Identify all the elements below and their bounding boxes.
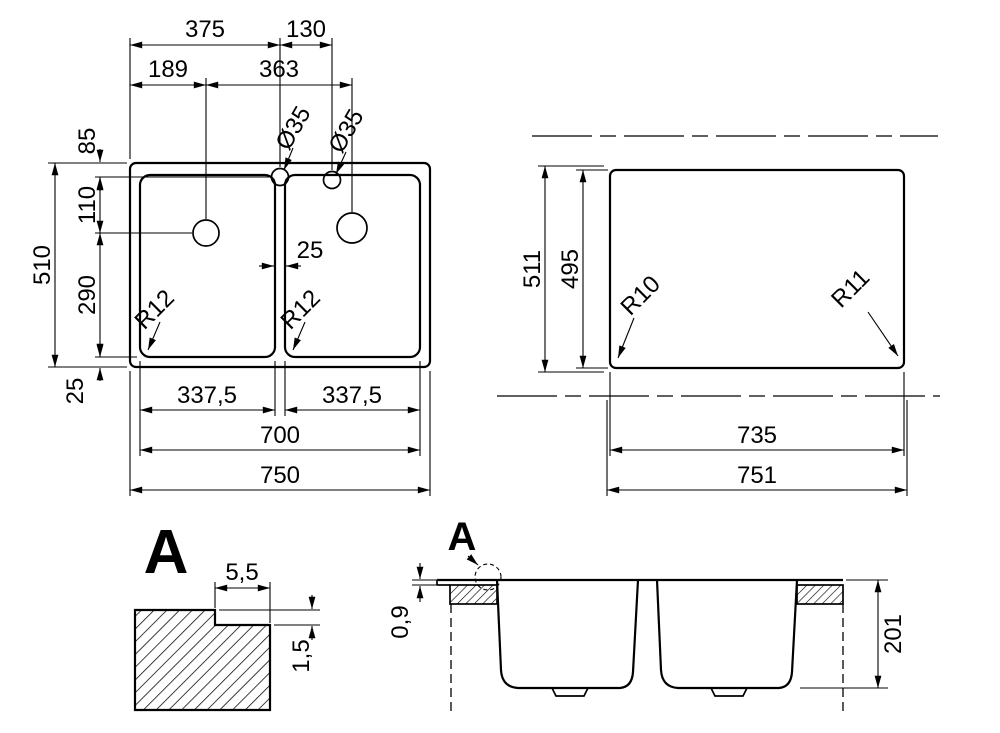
tap-hole-left-circle [270, 167, 290, 187]
detail-callout-circle [474, 563, 502, 591]
dim-label-750: 750 [260, 462, 300, 489]
dim-label-201: 201 [880, 614, 907, 654]
dim-label-375: 375 [185, 16, 225, 43]
dim-label-r12-right: R12 [276, 285, 326, 335]
dim-label-3375-right: 337,5 [322, 382, 382, 409]
bowl-left-rect [138, 173, 277, 359]
tap-hole-right-circle [322, 170, 342, 190]
leader-line [466, 554, 479, 566]
dim-label-751: 751 [737, 462, 777, 489]
dim-label-tap-left: Ø35 [270, 102, 316, 155]
section-view: A 0,9 201 [387, 515, 907, 714]
drain-right-circle [336, 212, 368, 244]
detail-hatched-block [133, 608, 272, 712]
dim-label-25-left: 25 [62, 378, 89, 405]
dim-label-290: 290 [74, 275, 101, 315]
plan-view: 375 130 189 363 Ø35 Ø35 85 110 290 25 51… [29, 16, 432, 496]
cutout-rect [608, 168, 906, 370]
cutout-extension-lines [538, 165, 908, 496]
plan-dimension-lines [51, 41, 430, 494]
dim-label-09: 0,9 [387, 605, 414, 638]
section-bowl-left [495, 579, 640, 690]
detail-extension-lines [214, 582, 320, 626]
dim-label-tap-right: Ø35 [323, 105, 369, 158]
dim-label-511: 511 [519, 250, 546, 288]
leader-line [147, 321, 161, 351]
dim-label-3375-left: 337,5 [177, 382, 237, 409]
cutout-view: 511 495 R10 R11 735 751 [497, 135, 940, 496]
dim-label-85: 85 [74, 128, 101, 155]
plan-extension-lines [48, 38, 431, 496]
leader-line [283, 147, 294, 171]
dim-label-510: 510 [29, 245, 56, 285]
section-a-label: A [448, 515, 477, 559]
leader-line [867, 311, 899, 357]
dim-label-363: 363 [259, 56, 299, 83]
drain-left-section [551, 687, 589, 697]
dim-label-735: 735 [737, 422, 777, 449]
leader-line [617, 317, 635, 359]
dim-label-r10: R10 [616, 271, 666, 321]
dim-label-189: 189 [148, 56, 188, 83]
drain-left-circle [192, 219, 220, 247]
dim-label-r11: R11 [826, 264, 875, 313]
sink-outer-rect [128, 161, 432, 369]
counter-hatch-right [796, 584, 844, 605]
section-dimension-lines [412, 563, 888, 689]
leader-line [292, 321, 306, 351]
detail-dimension-lines [215, 584, 316, 640]
dim-label-r12-left: R12 [130, 285, 180, 335]
counter-hatch-left [449, 584, 498, 605]
cutout-dimension-lines [541, 166, 907, 494]
dim-label-55: 5,5 [225, 559, 258, 586]
section-bowl-right [655, 579, 799, 690]
dim-label-110: 110 [74, 186, 101, 224]
detail-a-view: A 5,5 1,5 [133, 518, 320, 712]
dim-label-130: 130 [286, 16, 326, 43]
dim-label-495: 495 [557, 249, 584, 289]
drain-right-section [710, 687, 748, 697]
leader-line [335, 151, 347, 175]
dim-label-700: 700 [260, 422, 300, 449]
dim-label-25-divider: 25 [297, 237, 324, 264]
dim-label-15: 1,5 [288, 639, 315, 672]
detail-a-label: A [144, 518, 189, 587]
